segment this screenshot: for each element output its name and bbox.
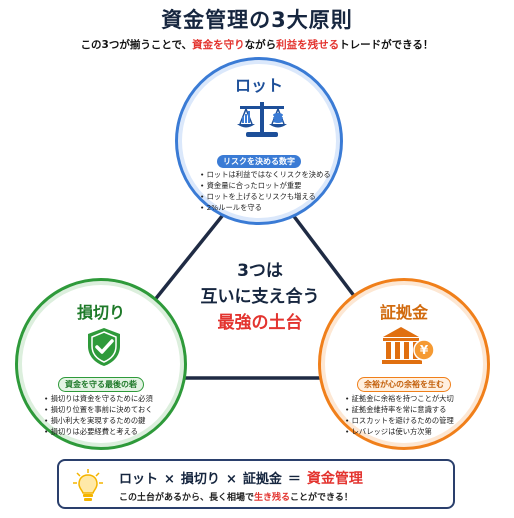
stoploss-title: 損切り [76, 303, 125, 322]
list-item: ロスカットを避けるための管理 [345, 415, 454, 426]
bank-yen-icon: ¥ [382, 327, 435, 364]
list-item: 損小利大を実現するための鍵 [44, 415, 153, 426]
lot-tag: リスクを決める数字 [217, 155, 301, 168]
list-item: レバレッジは使い方次第 [345, 426, 454, 437]
list-item: ロットは利益ではなくリスクを決める [200, 169, 331, 180]
stoploss-tag: 資金を守る最後の砦 [58, 377, 144, 392]
stoploss-bullet-list: 損切りは資金を守るために必須 損切り位置を事前に決めておく 損小利大を実現するた… [44, 393, 153, 437]
lot-circle: ロット リスクを決める数字 ロットは利益ではなくリスクを決める 資金量に合ったロ… [175, 57, 343, 225]
margin-circle: 証拠金 ¥ 余裕が心の余裕を生む 証拠金に余裕を持つことが大切 証拠金維持率を常… [318, 278, 490, 450]
list-item: 資金量に合ったロットが重要 [200, 180, 331, 191]
list-item: 証拠金維持率を常に意識する [345, 404, 454, 415]
lightbulb-icon [73, 469, 103, 501]
margin-bullet-list: 証拠金に余裕を持つことが大切 証拠金維持率を常に意識する ロスカットを避けるため… [345, 393, 454, 437]
list-item: 損切りは資金を守るために必須 [44, 393, 153, 404]
center-message: 3つは 互いに支え合う 最強の土台 [180, 258, 340, 336]
center-line-1: 3つは [237, 261, 283, 281]
center-line-3: 最強の土台 [217, 313, 303, 333]
shield-check-icon [88, 328, 120, 366]
lot-bullet-list: ロットは利益ではなくリスクを決める 資金量に合ったロットが重要 ロットを上げると… [200, 169, 331, 213]
summary-formula: ロット×損切り×証拠金＝資金管理 [119, 471, 363, 487]
balance-scale-icon [237, 102, 287, 137]
page-subtitle: この3つが揃うことで、資金を守りながら利益を残せるトレードができる！ [80, 39, 434, 51]
list-item: 損切り位置を事前に決めておく [44, 404, 153, 415]
list-item: 証拠金に余裕を持つことが大切 [345, 393, 454, 404]
margin-tag: 余裕が心の余裕を生む [357, 377, 451, 392]
list-item: 2%ルールを守る [200, 202, 331, 213]
lot-title: ロット [234, 76, 283, 95]
list-item: ロットを上げるとリスクも増える [200, 191, 331, 202]
margin-title: 証拠金 [379, 303, 428, 322]
list-item: 損切りは必要経費と考える [44, 426, 153, 437]
stoploss-circle: 損切り 資金を守る最後の砦 損切りは資金を守るために必須 損切り位置を事前に決め… [15, 278, 187, 450]
page-title: 資金管理の3大原則 [161, 8, 353, 32]
center-line-2: 互いに支え合う [200, 287, 320, 307]
summary-caption: この土台があるから、長く相場で生き残ることができる！ [119, 493, 353, 503]
svg-text:¥: ¥ [420, 343, 429, 357]
summary-box: ロット×損切り×証拠金＝資金管理 この土台があるから、長く相場で生き残ることがで… [57, 459, 455, 509]
